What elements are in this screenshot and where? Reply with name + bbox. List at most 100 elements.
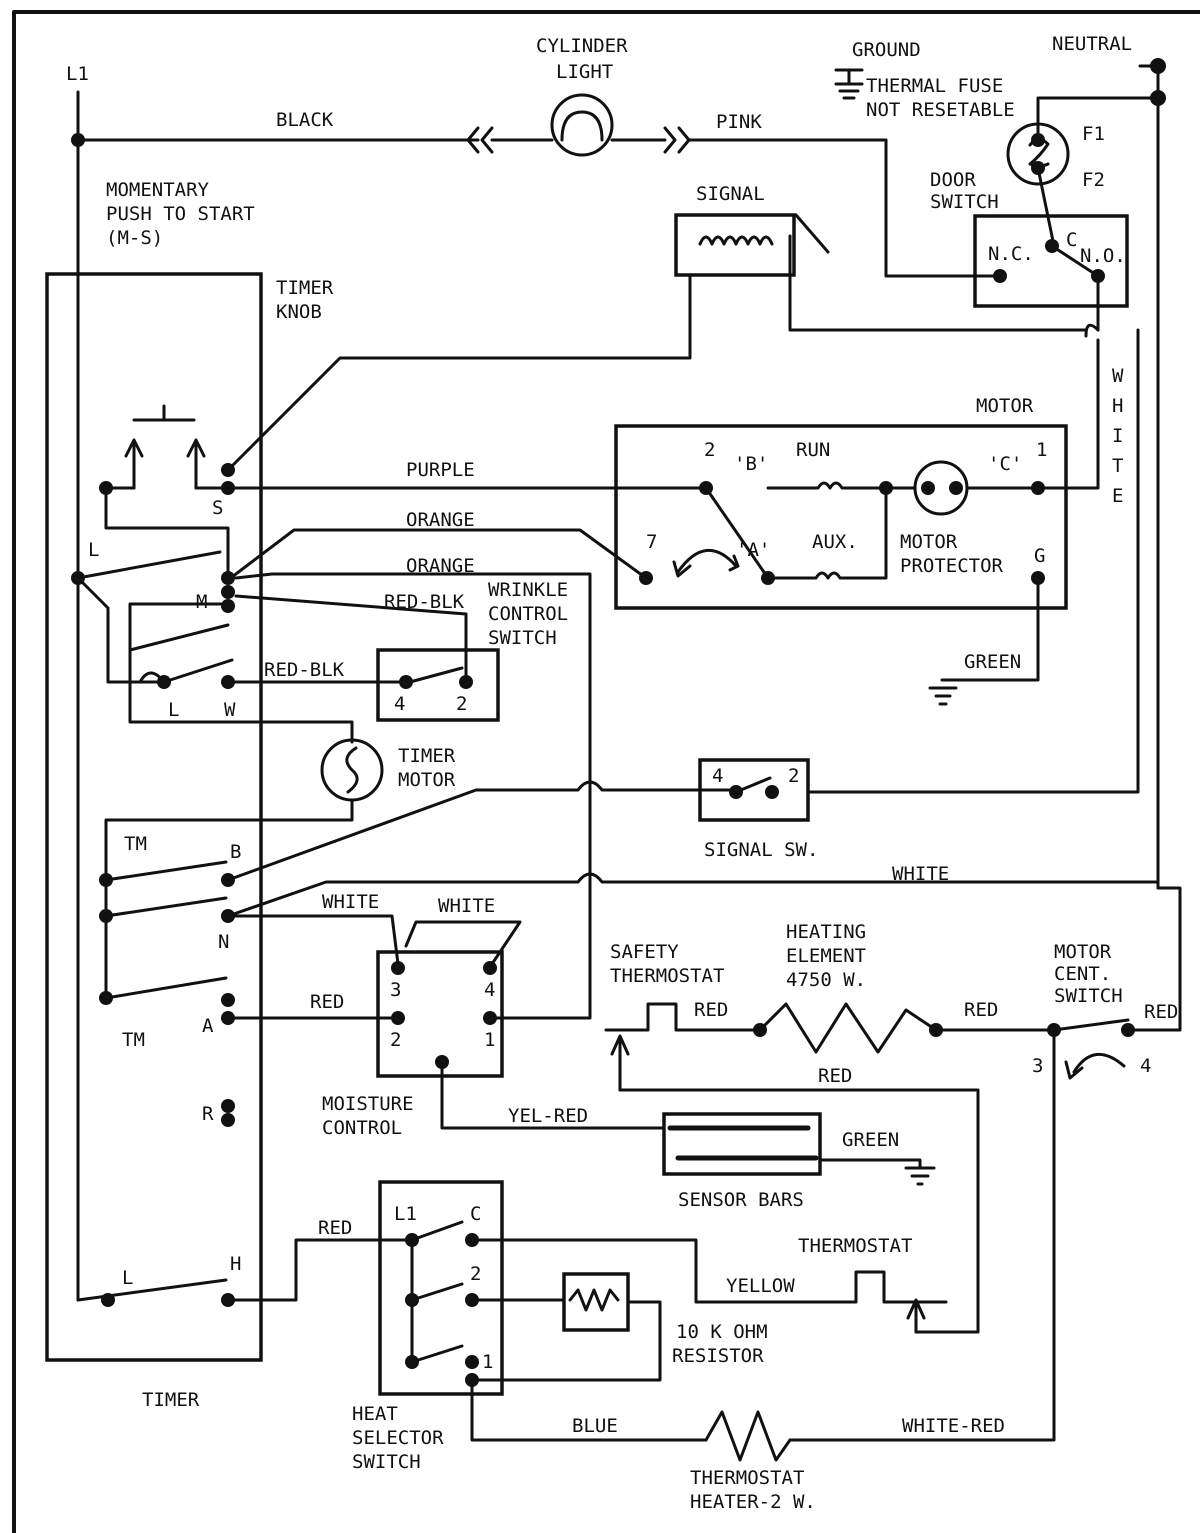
label-motor-cent-1: MOTOR xyxy=(1054,941,1112,963)
label-white-long: WHITE xyxy=(892,863,949,885)
label-heat-selector-1: HEAT xyxy=(352,1403,398,1425)
signal-buzzer xyxy=(226,213,830,472)
heat-selector-switch xyxy=(378,1180,948,1462)
label-door: DOOR xyxy=(930,169,976,191)
label-signal: SIGNAL xyxy=(696,183,765,205)
label-purple: PURPLE xyxy=(406,459,475,481)
label-r: R xyxy=(202,1103,214,1125)
label-orange-2: ORANGE xyxy=(406,555,475,577)
label-wrinkle-2b: 2 xyxy=(456,693,467,715)
label-motor: MOTOR xyxy=(976,395,1034,417)
door-switch xyxy=(788,214,1129,338)
label-h: H xyxy=(230,1253,241,1275)
label-red-h2: RED xyxy=(964,999,998,1021)
label-w: W xyxy=(224,699,236,721)
label-n: N xyxy=(218,931,229,953)
label-a: A xyxy=(202,1015,214,1037)
label-hs-1: 1 xyxy=(482,1351,493,1373)
label-tm-bottom: TM xyxy=(122,1029,145,1051)
label-pink: PINK xyxy=(716,111,762,133)
label-black: BLACK xyxy=(276,109,334,131)
label-red-h3: RED xyxy=(818,1065,852,1087)
label-b-term: 'B' xyxy=(734,453,768,475)
label-thermostat-heater-1: THERMOSTAT xyxy=(690,1467,804,1489)
label-wrinkle-1: WRINKLE xyxy=(488,579,568,601)
label-aux: AUX. xyxy=(812,531,858,553)
label-white-red: WHITE-RED xyxy=(902,1415,1005,1437)
timer-block xyxy=(45,272,1160,1362)
label-motor-1: 1 xyxy=(1036,439,1047,461)
label-s: S xyxy=(212,497,223,519)
label-hs-2: 2 xyxy=(470,1263,481,1285)
motor-block xyxy=(614,338,1100,706)
label-safety-thermostat-1: SAFETY xyxy=(610,941,679,963)
label-nc: N.C. xyxy=(988,243,1034,265)
label-safety-thermostat-2: THERMOSTAT xyxy=(610,965,724,987)
label-motor-2: 2 xyxy=(704,439,715,461)
label-m: M xyxy=(196,591,207,613)
label-g: G xyxy=(1034,545,1045,567)
label-blue: BLUE xyxy=(572,1415,618,1437)
label-f1: F1 xyxy=(1082,123,1105,145)
label-red-blk-1: RED-BLK xyxy=(384,591,465,613)
label-orange-1: ORANGE xyxy=(406,509,475,531)
label-moisture-1: 1 xyxy=(484,1029,495,1051)
label-motor-cent-3-term: 3 xyxy=(1032,1055,1043,1077)
label-white-v1: W xyxy=(1112,365,1124,387)
label-thermal-fuse: THERMAL FUSE xyxy=(866,75,1003,97)
label-timer-knob-2: KNOB xyxy=(276,301,322,323)
label-white-b: WHITE xyxy=(438,895,495,917)
label-thermostat: THERMOSTAT xyxy=(798,1235,912,1257)
label-timer-motor-2: MOTOR xyxy=(398,769,456,791)
label-red-right: RED xyxy=(1144,1001,1178,1023)
timer-motor xyxy=(320,738,384,802)
label-timer-motor-1: TIMER xyxy=(398,745,456,767)
label-timer: TIMER xyxy=(142,1389,200,1411)
label-b: B xyxy=(230,841,241,863)
label-a-term: 'A' xyxy=(736,539,770,561)
label-signal-sw-4: 4 xyxy=(712,765,723,787)
wrinkle-control-switch xyxy=(376,648,500,722)
label-cylinder: CYLINDER xyxy=(536,35,628,57)
label-tm-top: TM xyxy=(124,833,147,855)
resistor-10k xyxy=(562,1272,630,1332)
label-moisture-control-1: MOISTURE xyxy=(322,1093,414,1115)
label-heat-selector-3: SWITCH xyxy=(352,1451,421,1473)
label-red-h1: RED xyxy=(694,999,728,1021)
connection-dots xyxy=(71,58,1166,1387)
label-white-v5: E xyxy=(1112,485,1123,507)
cylinder-light xyxy=(490,93,667,157)
label-wrinkle-4: 4 xyxy=(394,693,405,715)
label-heating-1: HEATING xyxy=(786,921,866,943)
label-signal-sw-2: 2 xyxy=(788,765,799,787)
label-heating-3: 4750 W. xyxy=(786,969,866,991)
label-motor-cent-2: CENT. xyxy=(1054,963,1111,985)
label-ms: (M-S) xyxy=(106,227,163,249)
page-frame xyxy=(12,10,1200,1533)
label-not-resetable: NOT RESETABLE xyxy=(866,99,1015,121)
label-resistor-2: RESISTOR xyxy=(672,1345,764,1367)
label-wrinkle-3: SWITCH xyxy=(488,627,557,649)
label-motor-cent-4-term: 4 xyxy=(1140,1055,1151,1077)
label-moisture-4: 4 xyxy=(484,979,495,1001)
label-push-to-start: PUSH TO START xyxy=(106,203,255,225)
supply-wiring xyxy=(76,64,1160,1302)
label-momentary: MOMENTARY xyxy=(106,179,210,201)
label-heating-2: ELEMENT xyxy=(786,945,866,967)
label-l-mid: L xyxy=(168,699,179,721)
label-motor-7: 7 xyxy=(646,531,657,553)
heating-circuit xyxy=(604,886,1182,1442)
label-white-v2: H xyxy=(1112,395,1123,417)
moisture-control xyxy=(376,950,666,1130)
label-signal-sw: SIGNAL SW. xyxy=(704,839,818,861)
label-timer-knob-1: TIMER xyxy=(276,277,334,299)
label-l-bottom: L xyxy=(122,1267,133,1289)
label-hs-l1: L1 xyxy=(394,1203,417,1225)
label-white-v3: I xyxy=(1112,425,1123,447)
label-f2: F2 xyxy=(1082,169,1105,191)
label-thermostat-heater-2: HEATER-2 W. xyxy=(690,1491,816,1513)
label-ground: GROUND xyxy=(852,39,921,61)
label-motor-protector-1: MOTOR xyxy=(900,531,958,553)
label-red-h: RED xyxy=(318,1217,352,1239)
